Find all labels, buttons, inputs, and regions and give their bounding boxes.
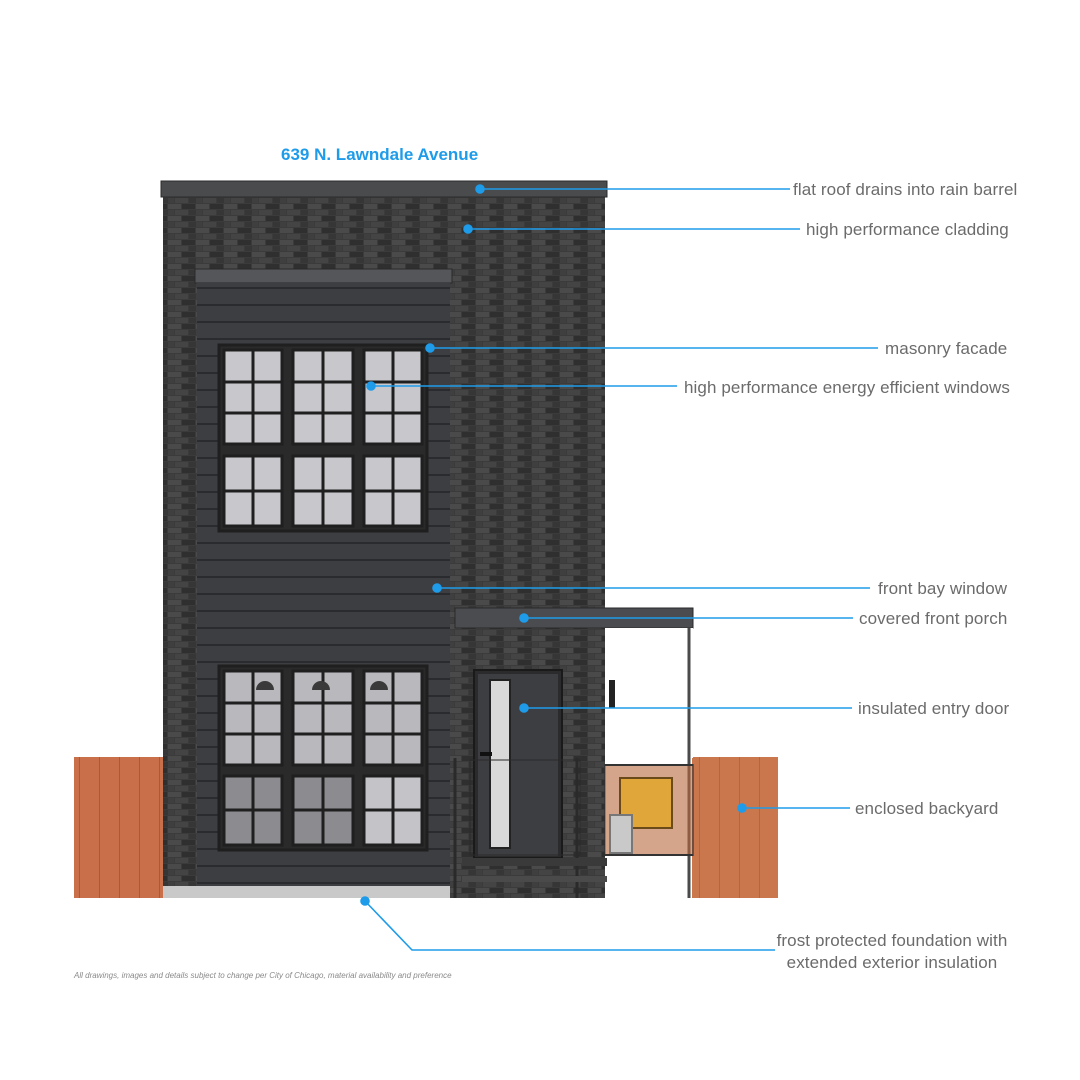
foundation <box>163 886 450 898</box>
page-title: 639 N. Lawndale Avenue <box>281 145 479 164</box>
bay-cap <box>194 268 453 284</box>
callout-foundation-line2: extended exterior insulation <box>786 953 998 972</box>
callout-windows: high performance energy efficient window… <box>684 378 1011 397</box>
right-fence <box>692 757 778 898</box>
callout-masonry: masonry facade <box>885 339 1008 358</box>
callout-cladding: high performance cladding <box>806 220 1009 239</box>
backyard-railing <box>604 764 694 856</box>
disclaimer-text: All drawings, images and details subject… <box>74 971 452 980</box>
callout-backyard: enclosed backyard <box>855 799 999 818</box>
callout-entry-door: insulated entry door <box>858 699 1010 718</box>
callout-leaders <box>360 184 878 951</box>
upper-windows <box>217 343 429 533</box>
callout-foundation: frost protected foundation with extended… <box>776 930 1008 974</box>
callout-roof: flat roof drains into rain barrel <box>793 180 1018 199</box>
left-fence <box>74 757 164 898</box>
callout-porch: covered front porch <box>859 609 1008 628</box>
callout-foundation-line1: frost protected foundation with <box>776 931 1008 950</box>
lower-windows <box>217 664 429 852</box>
door-glass <box>489 679 511 849</box>
callout-bay-window: front bay window <box>878 579 1008 598</box>
